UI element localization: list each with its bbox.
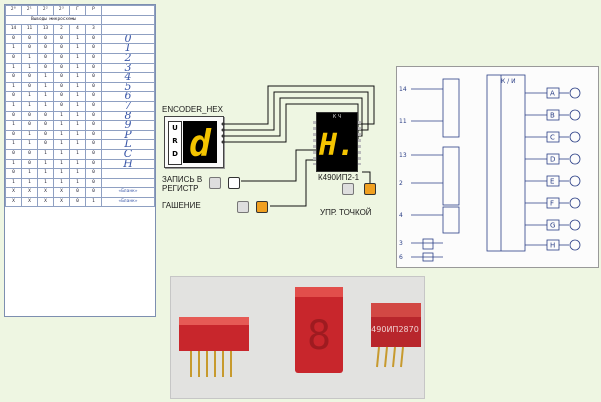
schematic-led-icon xyxy=(569,219,581,231)
encoder-display-char: d xyxy=(189,124,212,163)
encoder-buttons: U R D xyxy=(168,121,182,165)
encoder-button-d[interactable]: D xyxy=(172,150,178,158)
schematic-led-icon xyxy=(569,175,581,187)
schematic-led-icon xyxy=(569,239,581,251)
chip-name: К490ИП2-1 xyxy=(318,173,360,182)
schematic-led-icon xyxy=(569,87,581,99)
digit-glyph: «Бланк» xyxy=(101,196,155,208)
k490ip2-display: К Ч H. xyxy=(313,112,361,172)
chip-marking: 490ИП2870 xyxy=(371,325,419,334)
chip-pins-right xyxy=(358,121,361,165)
encoder-display: d xyxy=(183,121,217,165)
chip-top-label: К Ч xyxy=(332,114,342,120)
encoder-hex: U R D d xyxy=(164,116,224,168)
schematic-output-label: D xyxy=(550,156,555,164)
schematic-led-icon xyxy=(569,153,581,165)
blanking-indicator xyxy=(237,201,249,213)
schematic-input-label: 6 xyxy=(399,254,403,261)
schematic-led-icon xyxy=(569,197,581,209)
schematic-header: К / И xyxy=(501,78,516,85)
schematic-input-label: 13 xyxy=(399,152,407,159)
schematic-led-icon xyxy=(569,109,581,121)
schematic-input-label: 2 xyxy=(399,180,403,187)
indicator-photo: 8 490ИП2870 xyxy=(170,276,425,399)
schematic-output-label: E xyxy=(550,178,554,186)
encoder-button-u[interactable]: U xyxy=(172,124,178,132)
schematic-output-label: G xyxy=(550,222,555,230)
dot-control-label: УПР. ТОЧКОЙ xyxy=(320,208,372,217)
schematic-output-label: H xyxy=(550,242,555,250)
schematic-output-label: A xyxy=(550,90,555,98)
led-module-right: 490ИП2870 xyxy=(371,303,421,368)
encoder-button-r[interactable]: R xyxy=(172,137,178,145)
schematic-input-label: 4 xyxy=(399,212,403,219)
circuit-schematic: К / И 14 11 13 2 4 3 6 A B C D E F G H xyxy=(396,66,599,268)
schematic-input-label: 11 xyxy=(399,118,407,125)
svg-text:8: 8 xyxy=(307,313,331,359)
led-module-left xyxy=(179,317,249,377)
chip-pins-left xyxy=(313,121,316,165)
schematic-input-label: 14 xyxy=(399,86,407,93)
write-register-switch[interactable] xyxy=(228,177,240,189)
write-register-label: ЗАПИСЬ В РЕГИСТР xyxy=(162,175,203,193)
schematic-input-label: 3 xyxy=(399,240,403,247)
schematic-output-label: F xyxy=(550,200,554,208)
schematic-output-label: C xyxy=(550,134,555,142)
blanking-switch[interactable] xyxy=(256,201,268,213)
dot-control-indicator xyxy=(342,183,354,195)
chip-display-char: H. xyxy=(318,128,355,163)
schematic-output-label: B xyxy=(550,112,555,120)
encoder-title: ENCODER_HEX xyxy=(162,105,223,114)
led-module-center: 8 xyxy=(295,287,343,373)
blanking-label: ГАШЕНИЕ xyxy=(162,201,201,210)
write-register-indicator xyxy=(209,177,221,189)
schematic-led-icon xyxy=(569,131,581,143)
dot-control-switch[interactable] xyxy=(364,183,376,195)
